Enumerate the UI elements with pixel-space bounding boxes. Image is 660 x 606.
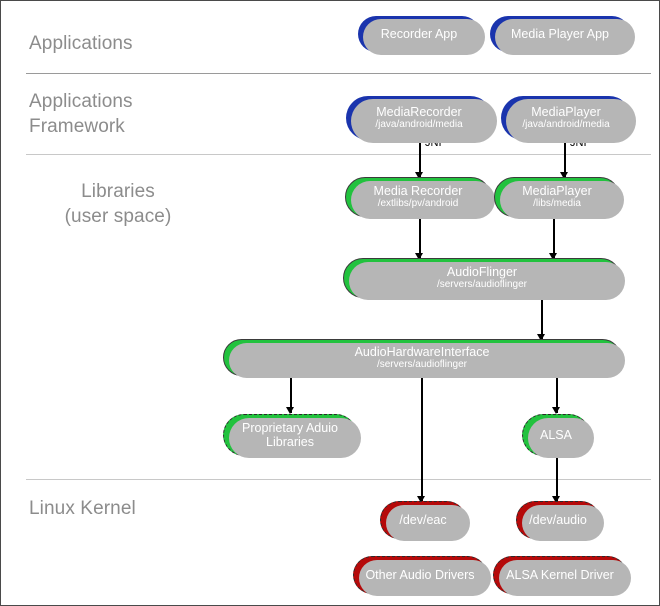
- connector-audioflinger-to-audiohardwareinterface: [541, 298, 543, 340]
- arrowhead-dev-eac: [416, 496, 425, 503]
- node-title: Media Recorder: [373, 184, 463, 198]
- arrowhead-audioflinger-right: [548, 253, 557, 260]
- node-audiohardwareinterface[interactable]: AudioHardwareInterface /servers/audiofli…: [223, 339, 625, 378]
- connector-media-recorder-to-audioflinger: [419, 217, 421, 259]
- node-title: MediaRecorder: [376, 105, 462, 119]
- divider-applications: [26, 73, 651, 74]
- node-subtitle: /java/android/media: [522, 119, 610, 130]
- connector-ahi-to-proprietary-libraries: [290, 375, 292, 413]
- connector-ahi-to-alsa: [556, 375, 558, 413]
- node-alsa-kernel-driver[interactable]: ALSA Kernel Driver: [493, 556, 631, 596]
- node-alsa[interactable]: ALSA: [522, 414, 594, 458]
- connector-mediarecorder-to-media-recorder: [419, 140, 421, 178]
- layer-label-linux-kernel: Linux Kernel: [29, 498, 136, 519]
- connector-mediaplayer-lib-to-audioflinger: [553, 217, 555, 259]
- node-title: MediaPlayer: [522, 184, 592, 198]
- node-subtitle: /servers/audioflinger: [436, 279, 528, 290]
- node-title: ALSA Kernel Driver: [506, 568, 614, 582]
- connector-alsa-to-dev-audio: [556, 456, 558, 502]
- node-subtitle: /java/android/media: [375, 119, 463, 130]
- node-subtitle: /extlibs/pv/android: [377, 198, 459, 209]
- arrowhead-media-recorder-lib: [414, 172, 423, 179]
- node-title: Other Audio Drivers: [365, 568, 475, 582]
- layer-label-applications-framework: Applications Framework: [29, 91, 133, 137]
- node-mediarecorder-framework[interactable]: MediaRecorder /java/android/media: [346, 96, 497, 143]
- node-title: MediaPlayer: [531, 105, 601, 119]
- node-proprietary-audio-libraries[interactable]: Proprietary Aduio Libraries: [223, 414, 361, 458]
- connector-ahi-to-dev-eac: [421, 375, 423, 502]
- node-audioflinger[interactable]: AudioFlinger /servers/audioflinger: [343, 258, 625, 300]
- layer-label-applications: Applications: [29, 33, 133, 54]
- node-other-audio-drivers[interactable]: Other Audio Drivers: [353, 556, 491, 596]
- node-title: Media Player App: [511, 27, 609, 41]
- node-title: /dev/audio: [529, 513, 587, 527]
- node-subtitle: /servers/audioflinger: [376, 358, 468, 370]
- arrowhead-mediaplayer-lib: [559, 172, 568, 179]
- layer-label-libraries: Libraries (user space): [64, 181, 172, 227]
- node-title: Proprietary Aduio Libraries: [242, 421, 338, 449]
- node-media-recorder-lib[interactable]: Media Recorder /extlibs/pv/android: [345, 177, 495, 219]
- node-media-player-app[interactable]: Media Player App: [490, 16, 635, 55]
- node-title: AudioFlinger: [446, 265, 518, 279]
- node-title: /dev/eac: [399, 513, 447, 527]
- connector-mediaplayer-to-mediaplayer-lib: [564, 140, 566, 178]
- node-title: AudioHardwareInterface: [354, 344, 490, 359]
- arrowhead-alsa: [551, 407, 560, 414]
- node-subtitle: /libs/media: [533, 198, 581, 209]
- node-title: ALSA: [540, 428, 572, 442]
- arrowhead-proprietary-libraries: [285, 407, 294, 414]
- arrowhead-audioflinger-left: [414, 253, 423, 260]
- node-title: Recorder App: [380, 27, 458, 41]
- divider-framework: [26, 154, 651, 155]
- divider-libraries: [26, 479, 651, 480]
- node-mediaplayer-lib[interactable]: MediaPlayer /libs/media: [494, 177, 624, 219]
- node-recorder-app[interactable]: Recorder App: [358, 16, 485, 55]
- node-dev-eac[interactable]: /dev/eac: [380, 501, 470, 541]
- node-mediaplayer-framework[interactable]: MediaPlayer /java/android/media: [501, 96, 636, 143]
- arrowhead-audiohardwareinterface: [536, 334, 545, 341]
- arrowhead-dev-audio: [551, 496, 560, 503]
- node-dev-audio[interactable]: /dev/audio: [516, 501, 604, 541]
